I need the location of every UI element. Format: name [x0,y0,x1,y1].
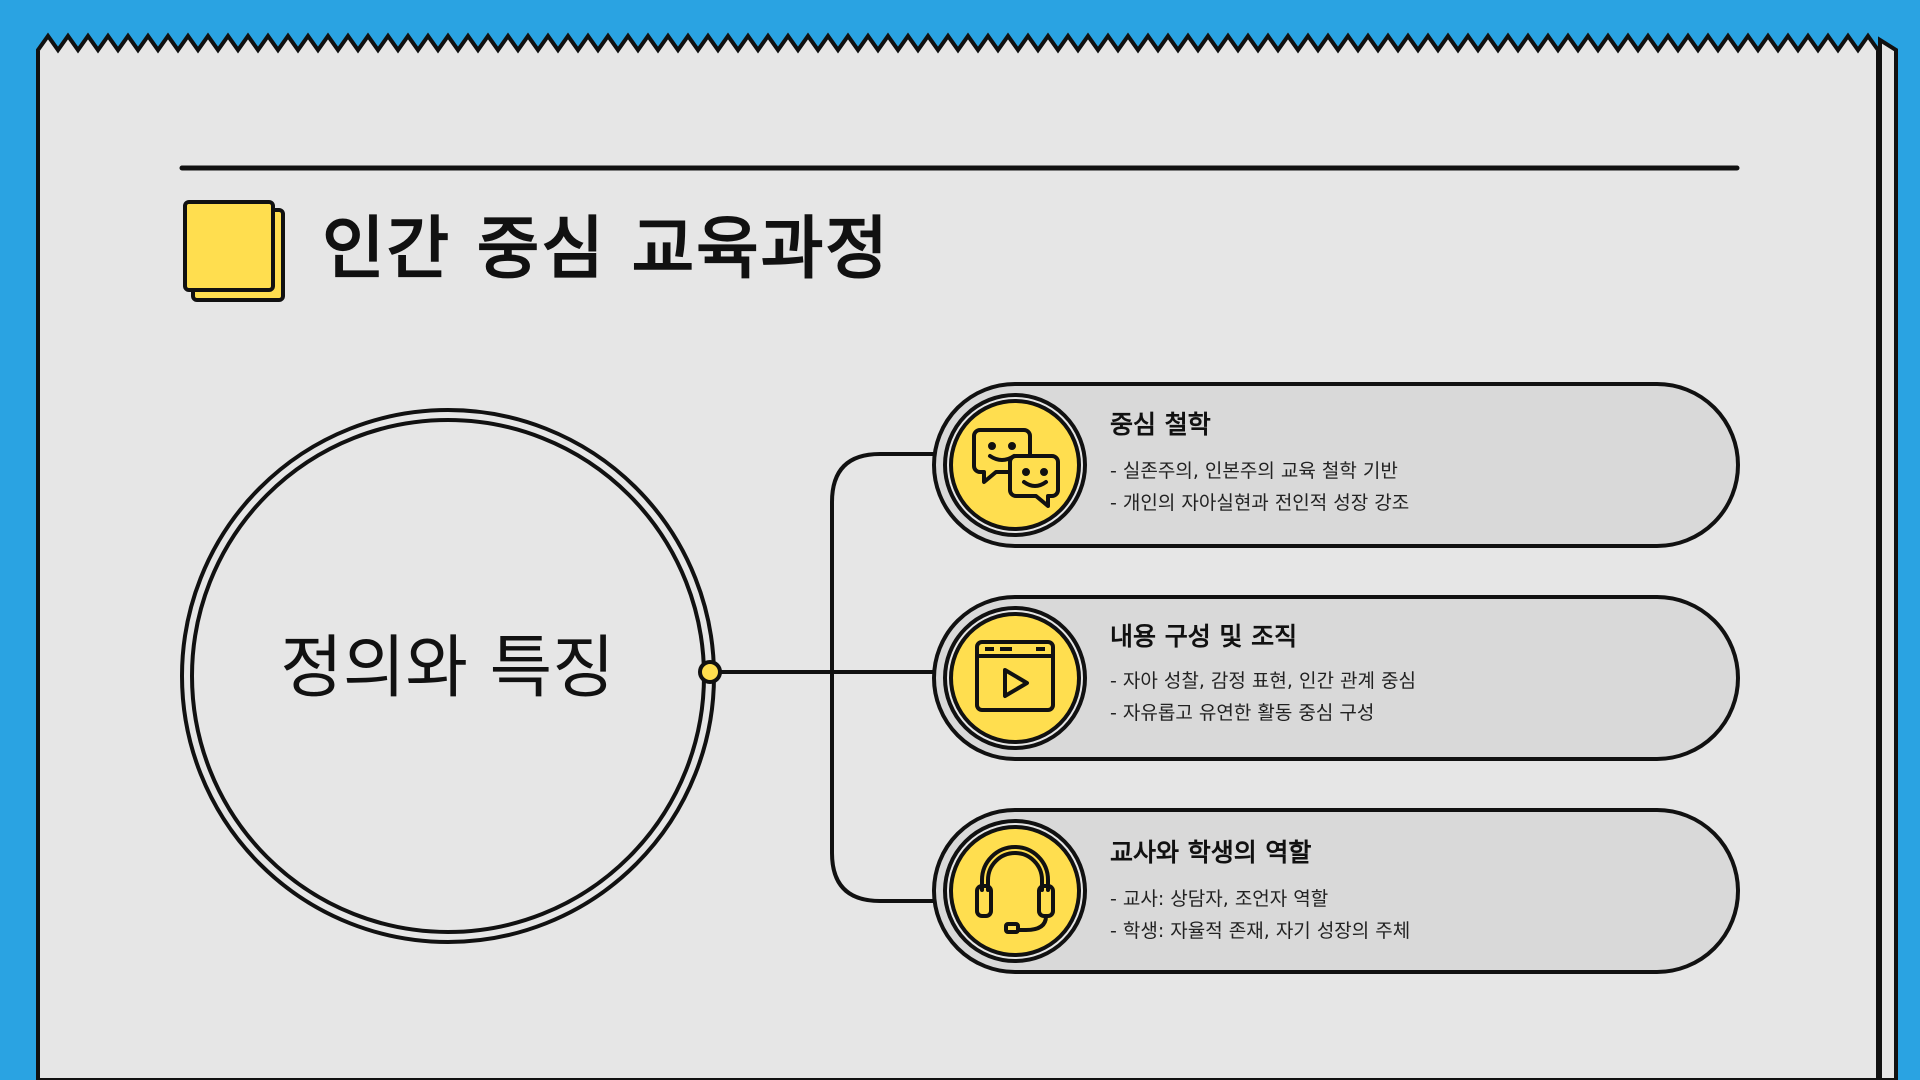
card-1-pill [932,382,1740,548]
card-1-line-2: - 개인의 자아실현과 전인적 성장 강조 [1110,492,1410,514]
card-3-title: 교사와 학생의 역할 [1110,838,1312,867]
card-2-title: 내용 구성 및 조직 [1110,622,1298,651]
card-3-line-1: - 교사: 상담자, 조언자 역할 [1110,888,1329,910]
video-player-icon [975,640,1055,712]
paper-shadow [1878,36,1898,1080]
card-2-line-1: - 자아 성찰, 감정 표현, 인간 관계 중심 [1110,670,1416,692]
hub-label: 정의와 특징 [280,629,615,708]
card-1-title: 중심 철학 [1110,410,1211,439]
headset-icon [975,845,1055,934]
connector-lines [710,452,938,903]
card-3-icon-badge [943,819,1087,963]
title-square-icon [183,200,285,302]
card-1-line-1: - 실존주의, 인본주의 교육 철학 기반 [1110,460,1398,482]
card-2-pill [932,595,1740,761]
card-3-pill [932,808,1740,974]
card-2-line-2: - 자유롭고 유연한 활동 중심 구성 [1110,702,1375,724]
chat-bubbles-icon [972,428,1060,508]
page-title: 인간 중심 교육과정 [322,210,890,289]
hub-connector-dot [698,660,722,684]
card-3-line-2: - 학생: 자율적 존재, 자기 성장의 주체 [1110,920,1411,942]
